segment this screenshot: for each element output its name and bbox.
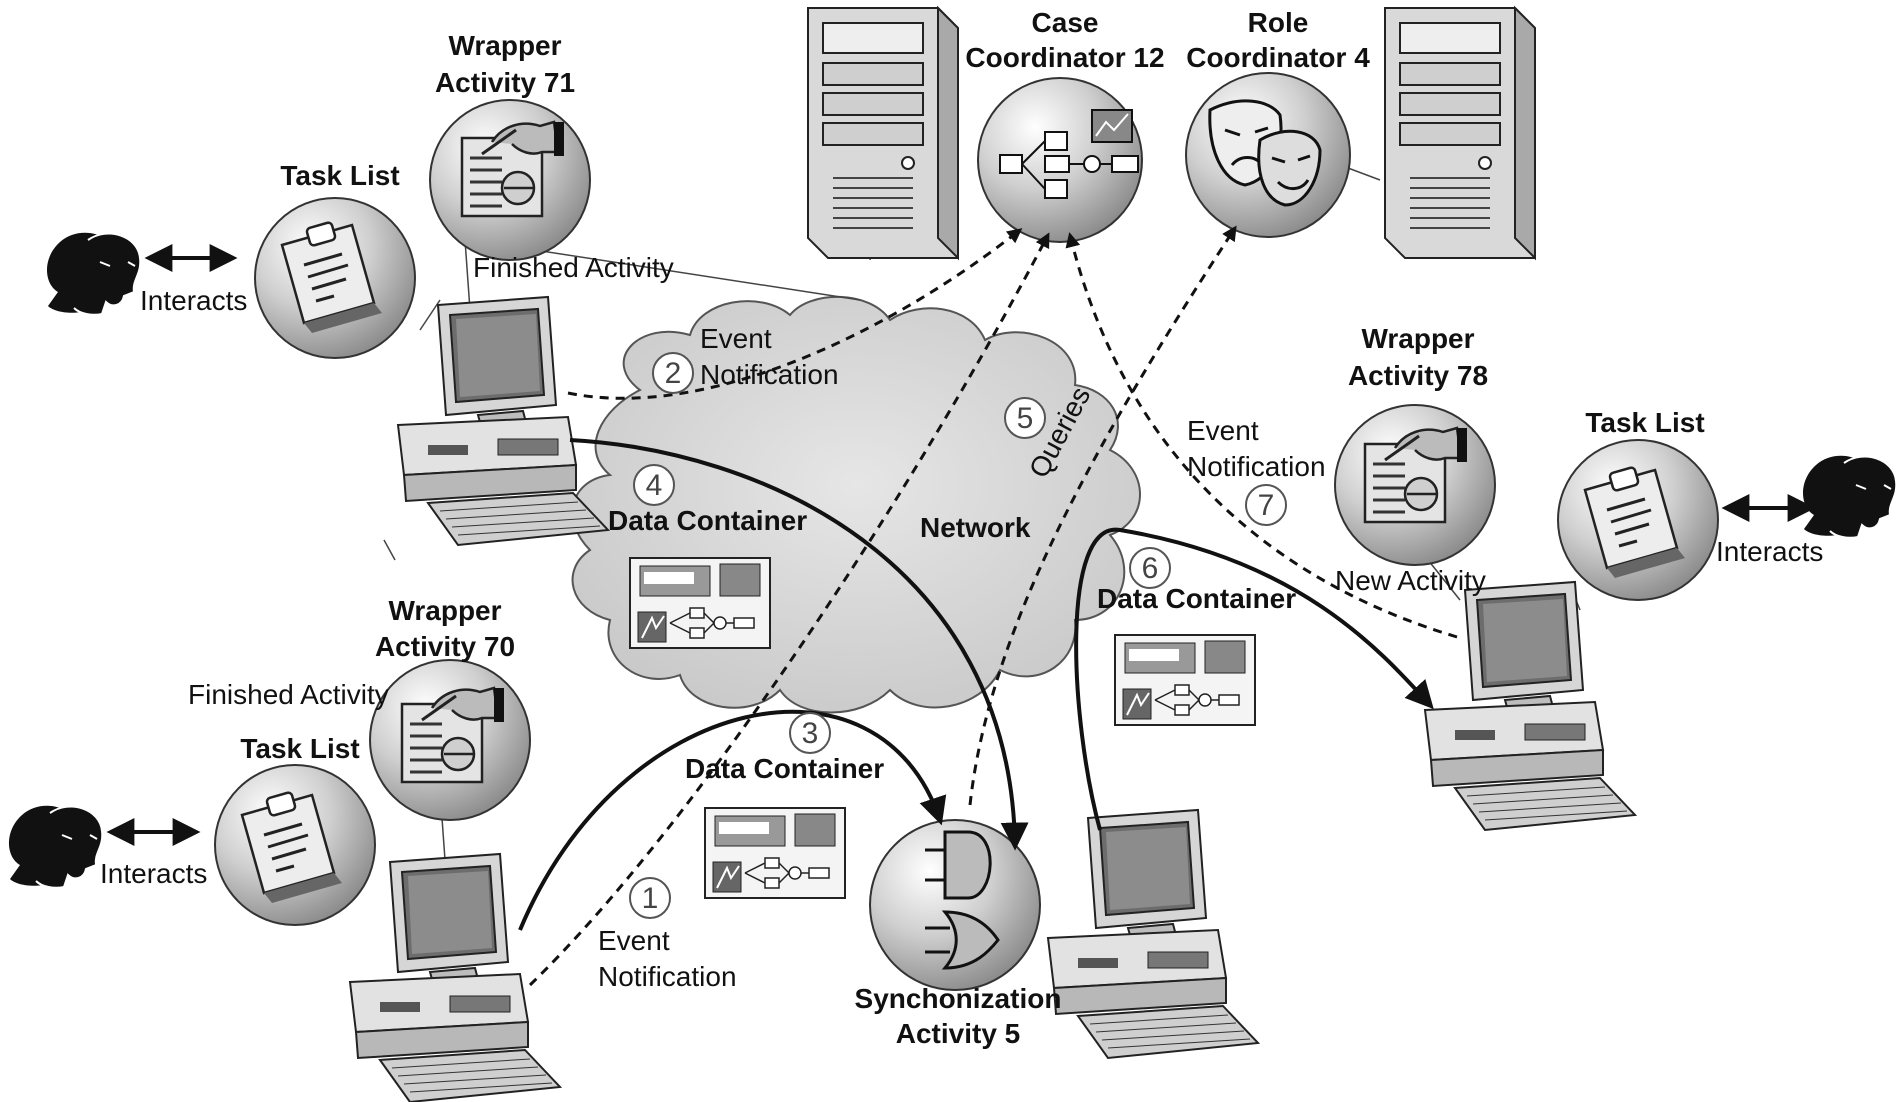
data-container-label: Data Container <box>1097 583 1296 614</box>
wrapper78-title: Wrapper <box>1361 323 1474 354</box>
user-group-bottom-left: Interacts <box>8 804 207 889</box>
step-2-label-line2: Notification <box>700 359 839 390</box>
interacts-label: Interacts <box>100 858 207 889</box>
queries-arrow <box>968 225 1237 806</box>
wrapper71-status: Finished Activity <box>473 252 674 283</box>
wrapper78-id: Activity 78 <box>1348 360 1488 391</box>
wrapper-activity-70: Wrapper Activity 70 Finished Activity <box>188 595 531 821</box>
step-4-number: 4 <box>646 469 663 502</box>
task-list-right: Task List <box>1557 407 1719 601</box>
step-1: 1 Event Notification <box>598 877 737 992</box>
event-notification-1-arrow <box>528 232 1050 987</box>
data-container-document <box>704 807 846 899</box>
step-2: 2 Event Notification <box>652 323 839 394</box>
interacts-label: Interacts <box>140 285 247 316</box>
data-flow-6-arrow <box>1074 527 1434 831</box>
people-icon <box>46 231 142 316</box>
role-coordinator-server <box>1384 7 1536 259</box>
event-notification-7-arrow <box>1065 232 1458 639</box>
case-coordinator-title: Case <box>1032 7 1099 38</box>
role-coordinator-node: Role Coordinator 4 <box>1185 7 1370 238</box>
wrapper70-id: Activity 70 <box>375 631 515 662</box>
computer-activity-78 <box>1424 581 1636 831</box>
data-flow-4-arrow <box>569 438 1029 851</box>
computer-sync-activity-5 <box>1047 809 1259 1059</box>
workflow-graph-icon <box>999 109 1139 199</box>
step-2-number: 2 <box>665 357 682 390</box>
people-icon <box>1802 454 1898 539</box>
synchronization-activity-5: Synchonization Activity 5 <box>855 819 1062 1049</box>
theater-masks-icon <box>1208 99 1322 207</box>
step-3: 3 <box>789 712 831 754</box>
wrapper70-status: Finished Activity <box>188 679 389 710</box>
data-container-4: Data Container <box>608 505 807 649</box>
task-list-title: Task List <box>240 733 359 764</box>
people-icon <box>8 804 104 889</box>
task-list-top-left: Task List <box>254 160 416 359</box>
user-group-right: Interacts <box>1716 454 1898 567</box>
step-1-number: 1 <box>642 882 659 915</box>
step-7-label-line2: Notification <box>1187 451 1326 482</box>
wrapper78-status: New Activity <box>1335 565 1486 596</box>
case-coordinator-id: Coordinator 12 <box>965 42 1164 73</box>
case-coordinator-server <box>807 7 959 259</box>
task-list-bottom-left: Task List <box>214 733 376 926</box>
sync-activity-title: Synchonization <box>855 983 1062 1014</box>
data-container-6: Data Container <box>1097 583 1296 726</box>
step-2-label-line1: Event <box>700 323 772 354</box>
step-1-label-line1: Event <box>598 925 670 956</box>
step-4: 4 <box>633 464 675 506</box>
computer-activity-71 <box>397 296 609 546</box>
user-group-top-left: Interacts <box>46 231 247 316</box>
wrapper70-title: Wrapper <box>388 595 501 626</box>
step-6-number: 6 <box>1142 552 1159 585</box>
data-container-document <box>629 557 771 649</box>
wrapper71-id: Activity 71 <box>435 67 575 98</box>
data-flow-3-arrow <box>518 709 947 931</box>
data-container-3: Data Container <box>685 753 884 899</box>
wrapper-activity-71: Wrapper Activity 71 Finished Activity <box>429 30 674 283</box>
step-7-number: 7 <box>1258 489 1275 522</box>
role-coordinator-id: Coordinator 4 <box>1186 42 1370 73</box>
role-coordinator-title: Role <box>1248 7 1309 38</box>
sync-activity-id: Activity 5 <box>896 1018 1021 1049</box>
data-container-label: Data Container <box>685 753 884 784</box>
step-6: 6 <box>1129 547 1171 589</box>
step-1-label-line2: Notification <box>598 961 737 992</box>
wrapper71-title: Wrapper <box>448 30 561 61</box>
data-container-document <box>1114 634 1256 726</box>
logic-gates-icon <box>925 830 1000 970</box>
event-notification-2-arrow <box>567 228 1023 400</box>
task-list-title: Task List <box>1585 407 1704 438</box>
network-label: Network <box>920 512 1031 543</box>
computer-activity-70 <box>349 853 561 1102</box>
interacts-label: Interacts <box>1716 536 1823 567</box>
step-7: 7 Event Notification <box>1187 415 1326 526</box>
data-container-label: Data Container <box>608 505 807 536</box>
wrapper-activity-78: Wrapper Activity 78 New Activity <box>1334 323 1496 596</box>
case-coordinator-node: Case Coordinator 12 <box>965 7 1165 243</box>
step-5-number: 5 <box>1017 402 1034 435</box>
step-7-label-line1: Event <box>1187 415 1259 446</box>
task-list-title: Task List <box>280 160 399 191</box>
step-3-number: 3 <box>802 717 819 750</box>
